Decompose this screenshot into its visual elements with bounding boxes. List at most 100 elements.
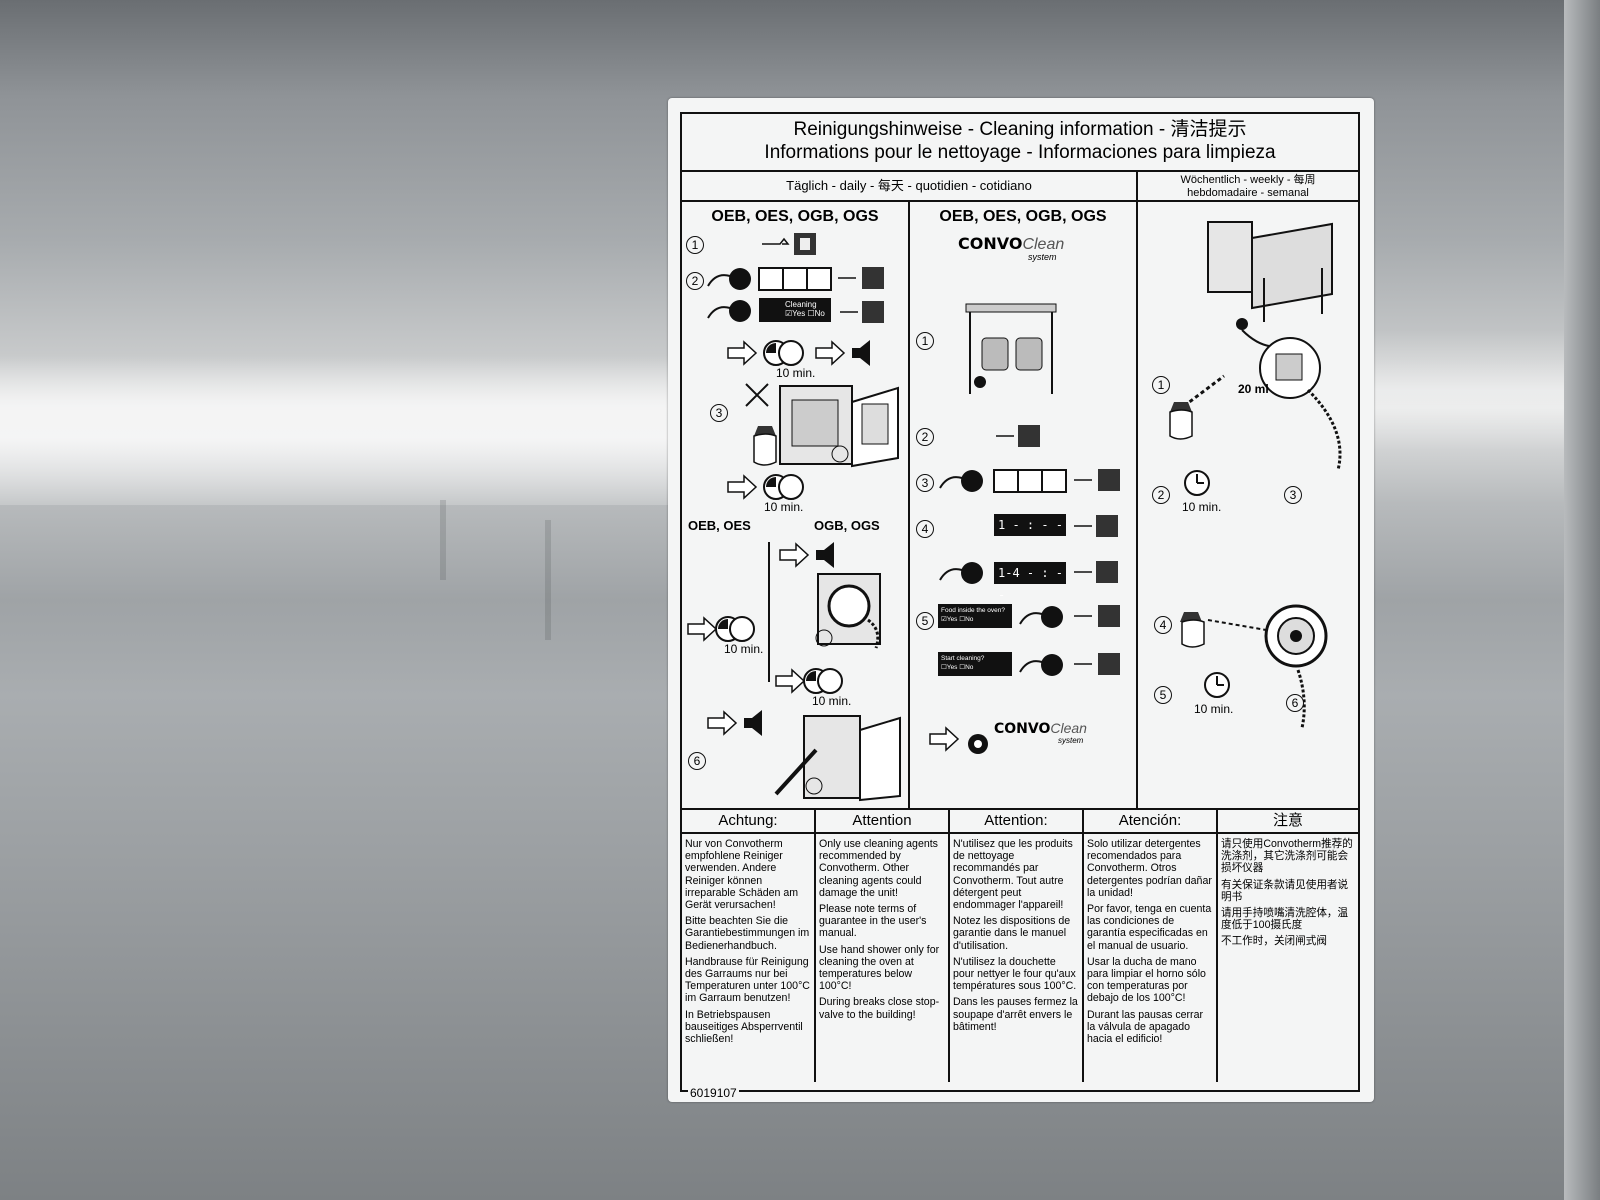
logo-main: CONVO bbox=[958, 234, 1023, 253]
time-label-1: 10 min. bbox=[776, 366, 816, 380]
rinse-oven-illustration bbox=[707, 710, 901, 802]
note-spanish: Atención: Solo utilizar detergentes reco… bbox=[1084, 810, 1218, 1082]
note-text: Bitte beachten Sie die Garantiebestimmun… bbox=[685, 915, 810, 952]
volume-label: 20 ml bbox=[1238, 382, 1269, 396]
start-arrow-icon bbox=[929, 726, 988, 754]
weekly-time-2: 10 min. bbox=[1194, 702, 1234, 716]
step-3-marker: 3 bbox=[1284, 486, 1302, 504]
sub-divider bbox=[768, 542, 770, 682]
note-chinese: 注意 请只使用Convotherm推荐的洗涤剂，其它洗涤剂可能会损坏仪器 有关保… bbox=[1218, 810, 1358, 1082]
cabinet-edge bbox=[1564, 0, 1600, 1200]
gas-burner-illustration bbox=[779, 542, 881, 649]
weekly-label-line-2: hebdomadaire - semanal bbox=[1187, 187, 1309, 199]
note-heading: Attention: bbox=[950, 810, 1082, 834]
clock-icon bbox=[1184, 470, 1210, 496]
column-a-title: OEB, OES, OGB, OGS bbox=[711, 208, 879, 225]
light-reflection bbox=[0, 355, 700, 505]
weekly-label: Wöchentlich - weekly - 每周 hebdomadaire -… bbox=[1138, 172, 1358, 200]
note-heading: Achtung: bbox=[682, 810, 814, 834]
label-frame: Reinigungshinweise - Cleaning informatio… bbox=[680, 112, 1360, 1100]
logo-main-small: CONVO bbox=[994, 721, 1051, 737]
program-display-1: 1 - : - - bbox=[994, 514, 1066, 536]
cleaning-prompt-title: Cleaning bbox=[785, 300, 817, 309]
convoclean-logo-small: CONVOClean system bbox=[994, 720, 1134, 760]
header-line-1: Reinigungshinweise - Cleaning informatio… bbox=[793, 119, 1247, 140]
note-text: N'utilisez que les produits de nettoyage… bbox=[953, 838, 1073, 912]
start-cleaning-prompt: Start cleaning? ☐Yes ☐No bbox=[938, 652, 1012, 676]
step-4-marker: 4 bbox=[916, 520, 934, 538]
time-label-2: 10 min. bbox=[764, 500, 804, 514]
food-prompt-options: ☑Yes ☐No bbox=[941, 616, 974, 623]
step-1-marker: 1 bbox=[1152, 376, 1170, 394]
warning-notes: Achtung: Nur von Convotherm empfohlene R… bbox=[682, 808, 1358, 1082]
daily-manual-column: OEB, OES, OGB, OGS 1 2 Cleaning ☑Yes ☐No… bbox=[682, 200, 910, 808]
cleaning-prompt-yes: Yes bbox=[792, 309, 806, 318]
wait-timer-left bbox=[687, 616, 755, 642]
step-5-marker: 5 bbox=[916, 612, 934, 630]
instruction-columns: OEB, OES, OGB, OGS 1 2 Cleaning ☑Yes ☐No… bbox=[682, 200, 1358, 808]
note-text: Use hand shower only for cleaning the ov… bbox=[819, 943, 940, 993]
press-button-icon bbox=[840, 301, 884, 323]
note-french: Attention: N'utilisez que les produits d… bbox=[950, 810, 1084, 1082]
step-1-marker: 1 bbox=[916, 332, 934, 350]
food-prompt-yes: Yes bbox=[946, 616, 958, 623]
press-button-icon bbox=[762, 233, 816, 255]
time-label-4: 10 min. bbox=[812, 694, 852, 708]
step-6-marker: 6 bbox=[688, 752, 706, 770]
cleaning-prompt-options: ☑Yes ☐No bbox=[785, 309, 825, 318]
step-2-marker: 2 bbox=[1152, 486, 1170, 504]
note-text: Dans les pauses fermez la soupape d'arrê… bbox=[953, 996, 1078, 1033]
cleaning-prompt-no: No bbox=[814, 309, 825, 318]
note-heading: Attention bbox=[816, 810, 948, 834]
start-prompt-yes: Yes bbox=[946, 664, 958, 671]
step-4-marker: 4 bbox=[1154, 616, 1172, 634]
wait-timer-right bbox=[775, 668, 843, 694]
step-3-marker: 3 bbox=[916, 474, 934, 492]
note-text: Por favor, tenga en cuenta las condicion… bbox=[1087, 903, 1212, 952]
cleaning-info-label: Reinigungshinweise - Cleaning informatio… bbox=[668, 98, 1374, 1102]
step-2-marker: 2 bbox=[686, 272, 704, 290]
daily-label: Täglich - daily - 每天 - quotidien - cotid… bbox=[682, 172, 1138, 200]
food-prompt-title: Food inside the oven? bbox=[941, 607, 1005, 614]
note-text: Only use cleaning agents recommended by … bbox=[819, 838, 938, 899]
part-number: 6019107 bbox=[688, 1086, 739, 1100]
header-line-2: Informations pour le nettoyage - Informa… bbox=[764, 142, 1276, 163]
wait-timer-row bbox=[727, 340, 870, 366]
step-5-marker: 5 bbox=[1154, 686, 1172, 704]
note-text: Solo utilizar detergentes recomendados p… bbox=[1087, 838, 1212, 899]
press-button-icon bbox=[1074, 515, 1118, 537]
food-inside-prompt: Food inside the oven? ☑Yes ☐No bbox=[938, 604, 1012, 628]
weekly-column: 20 ml 1 2 10 min. 3 4 5 10 min. 6 bbox=[1138, 200, 1358, 808]
note-text: 不工作时，关闭闸式阀 bbox=[1221, 935, 1327, 948]
sub-heading-electric: OEB, OES bbox=[688, 518, 751, 533]
logo-script-small: Clean bbox=[1050, 720, 1087, 736]
descale-illustration bbox=[1169, 318, 1342, 471]
label-header: Reinigungshinweise - Cleaning informatio… bbox=[682, 114, 1358, 172]
spray-oven-illustration bbox=[745, 383, 899, 468]
program-display-2: 1-4 - : - - bbox=[994, 562, 1066, 602]
fan-spray-illustration bbox=[1180, 604, 1328, 729]
clock-icon bbox=[1204, 672, 1230, 698]
time-label-3: 10 min. bbox=[724, 642, 764, 656]
step-1-marker: 1 bbox=[686, 236, 704, 254]
convoclean-logo: CONVOClean system bbox=[958, 234, 1098, 274]
frequency-row: Täglich - daily - 每天 - quotidien - cotid… bbox=[682, 172, 1358, 202]
step-3-marker: 3 bbox=[710, 404, 728, 422]
food-prompt-no: No bbox=[965, 616, 974, 623]
daily-convoclean-column: OEB, OES, OGB, OGS CONVOClean system 1 2… bbox=[910, 200, 1138, 808]
column-b-title: OEB, OES, OGB, OGS bbox=[939, 208, 1107, 225]
note-text: Durant las pausas cerrar la válvula de a… bbox=[1087, 1008, 1203, 1046]
start-prompt-no: No bbox=[965, 664, 974, 671]
note-text: Notez les dispositions de garantie dans … bbox=[953, 915, 1071, 952]
dial-icon bbox=[939, 562, 983, 584]
start-prompt-title: Start cleaning? bbox=[941, 655, 985, 662]
oven-stand-illustration bbox=[1207, 221, 1333, 322]
logo-sub: system bbox=[1028, 252, 1057, 262]
step-2-marker: 2 bbox=[916, 428, 934, 446]
note-german: Achtung: Nur von Convotherm empfohlene R… bbox=[682, 810, 816, 1082]
dial-selection-row bbox=[707, 267, 884, 291]
note-english: Attention Only use cleaning agents recom… bbox=[816, 810, 950, 1082]
cleaning-prompt-screen: Cleaning ☑Yes ☐No bbox=[759, 298, 831, 322]
note-text: 请用手持喷嘴清洗腔体，温度低于100摄氏度 bbox=[1221, 907, 1349, 932]
note-text: 有关保证条款请见使用者说明书 bbox=[1221, 878, 1349, 903]
